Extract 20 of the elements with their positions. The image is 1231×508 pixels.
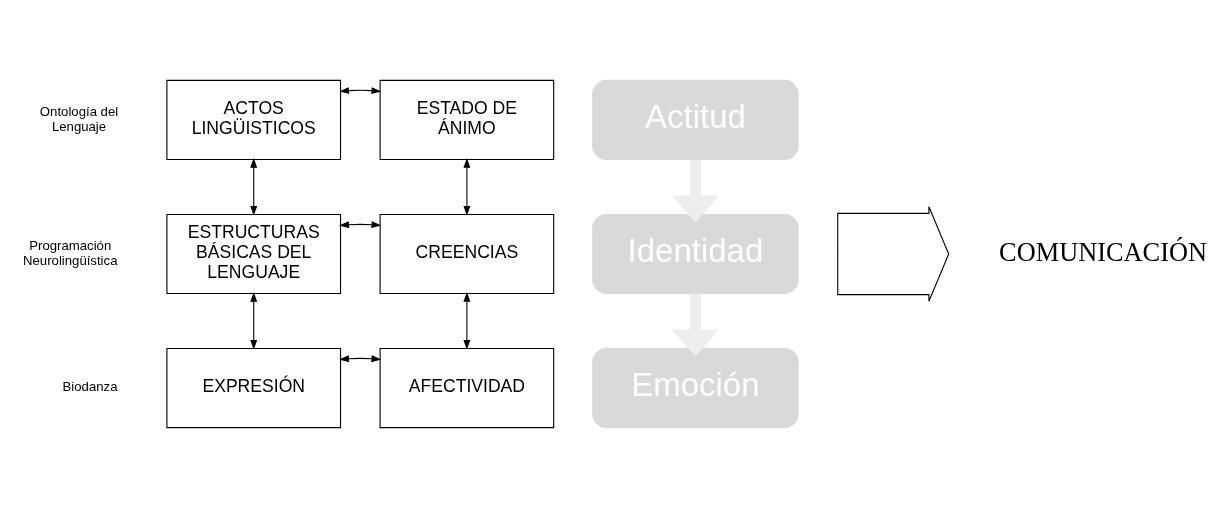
arrow: [250, 291, 258, 350]
label: Biodanza: [62, 379, 118, 395]
label: Ontología del Lenguaje: [39, 104, 119, 134]
arrow: [339, 87, 382, 95]
node-box: ESTRUCTURAS BÁSICAS DEL LENGUAJE: [166, 213, 342, 295]
arrow: [339, 355, 382, 363]
node-box: AFECTIVIDAD: [379, 347, 555, 429]
label: Programación Neurolingüística: [23, 238, 118, 268]
node-text: COMUNICACIÓN: [999, 237, 1208, 267]
arrow: [250, 157, 258, 216]
node-box: ESTADO DE ÁNIMO: [379, 79, 555, 161]
node-box: CREENCIAS: [379, 213, 555, 295]
arrow: [463, 157, 471, 216]
arrow: [339, 221, 382, 229]
node-arrow: [837, 206, 950, 302]
node-box: EXPRESIÓN: [166, 347, 342, 429]
arrow: [671, 293, 720, 357]
node-box: ACTOS LINGÜISTICOS: [166, 79, 342, 161]
arrow: [463, 291, 471, 350]
arrow: [671, 159, 720, 223]
